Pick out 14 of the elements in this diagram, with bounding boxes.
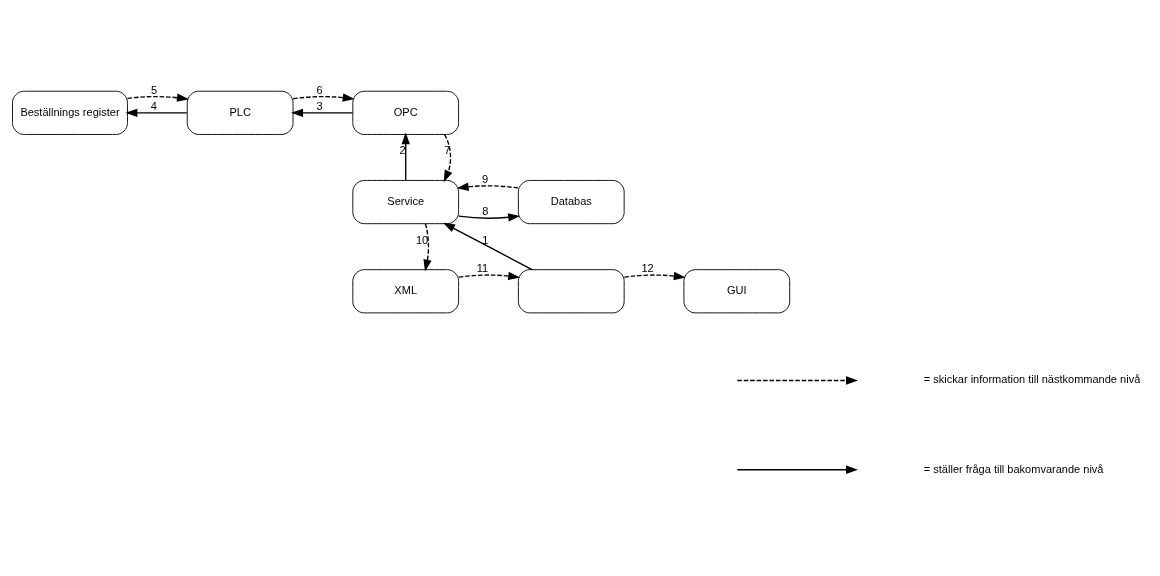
edge-label: 12 [641,261,654,274]
edge-label: 11 [476,261,489,274]
edge-label: 1 [482,233,489,246]
edge-label: 7 [444,144,451,157]
edge-label: 9 [482,172,489,185]
edge-label: 2 [399,143,406,156]
edge-label: 5 [150,83,158,96]
legend-label: = ställer fråga till bakomvarande nivå [923,462,1104,475]
edge-label: 6 [316,83,323,96]
edge-label: 4 [150,99,157,112]
edge-label: 10 [415,233,429,246]
edge-label: 3 [316,99,323,112]
edge-label: 8 [482,205,489,218]
legend-label: = skickar information till nästkommande nivå [923,373,1141,386]
